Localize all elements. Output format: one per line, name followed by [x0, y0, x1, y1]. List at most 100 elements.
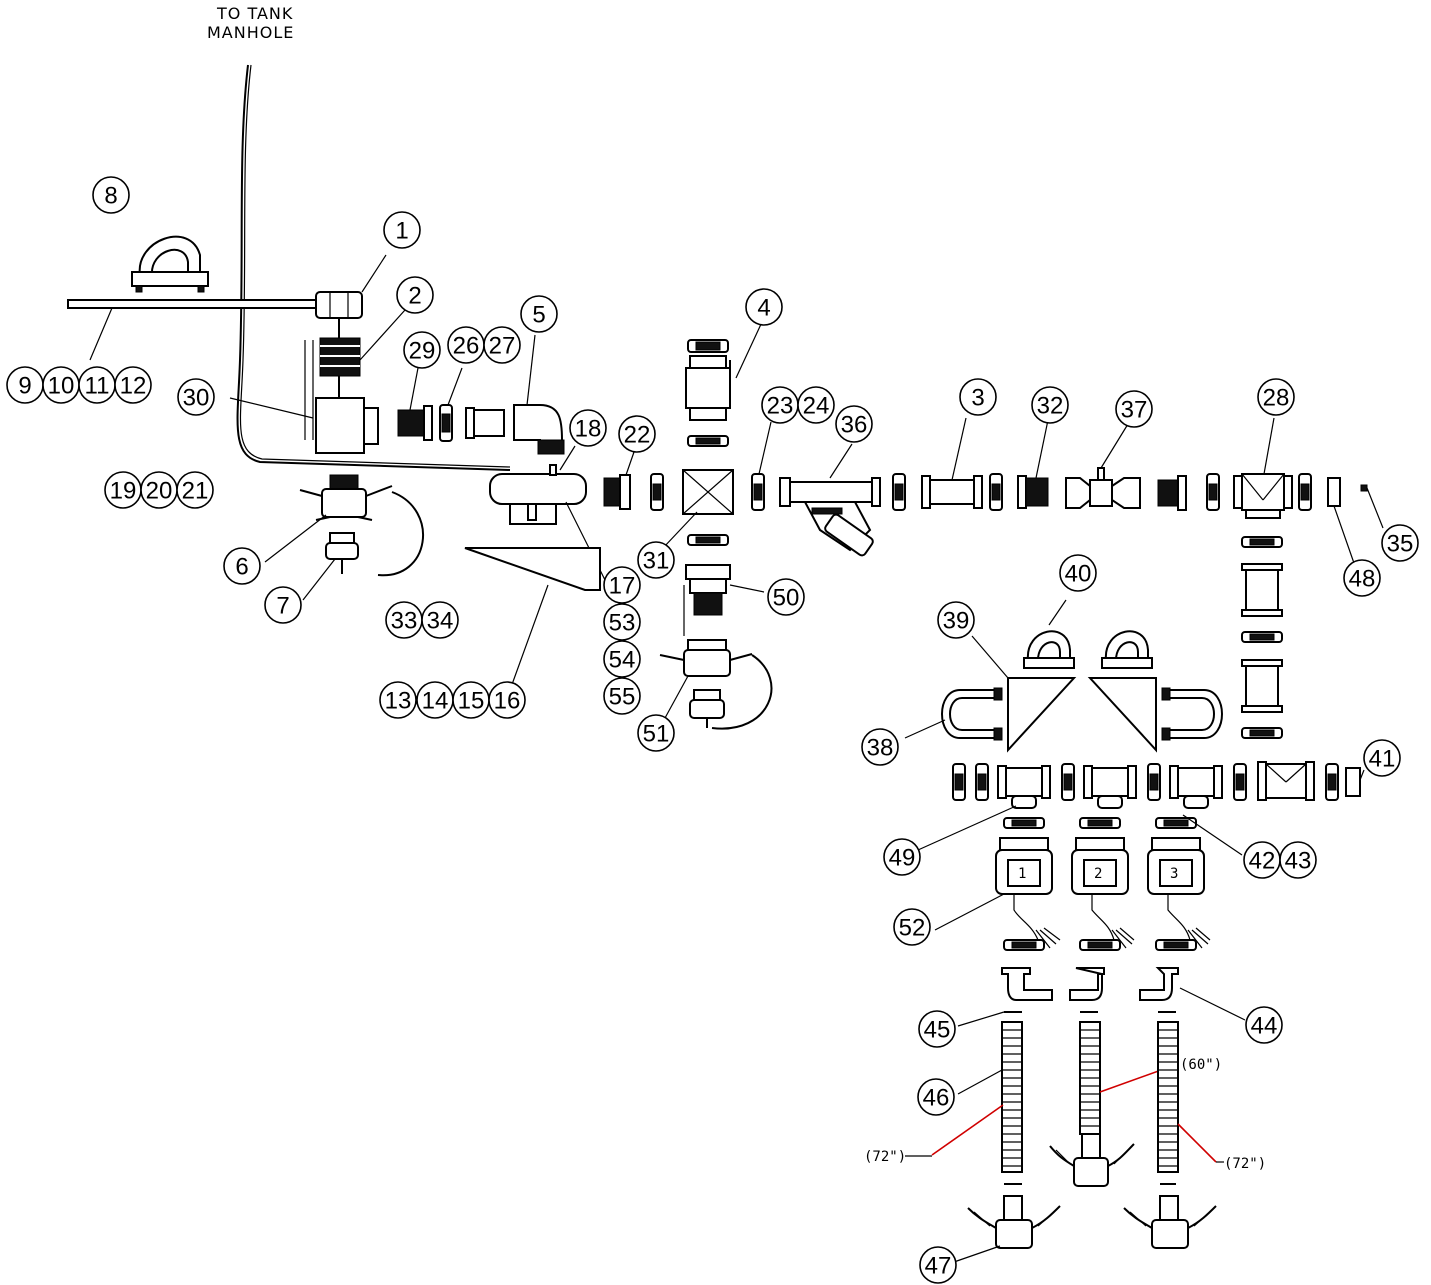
nipple-27 [465, 407, 505, 439]
gasket-e [989, 473, 1003, 511]
callout-47: 47 [919, 1246, 957, 1284]
svg-text:12: 12 [120, 373, 147, 400]
valve-body-30 [229, 340, 379, 454]
u-bolt-38-left [904, 687, 1003, 741]
svg-text:42: 42 [1249, 848, 1276, 875]
callout-22: 22 [618, 415, 656, 453]
manhole-tube-line-inner [239, 64, 511, 468]
svg-text:31: 31 [643, 548, 670, 575]
gasket-26-27 [439, 367, 463, 442]
valve-4 [685, 321, 763, 447]
gasket-a [650, 473, 664, 511]
callout-36: 36 [835, 405, 873, 443]
hose-length-right: (72") [1224, 1156, 1266, 1172]
threaded-nipple-2 [319, 309, 406, 398]
nipple-29 [397, 367, 433, 441]
svg-text:10: 10 [48, 373, 75, 400]
hose-length-left: (72") [864, 1149, 906, 1165]
bracket-39-right [1087, 677, 1157, 753]
meter-branch-2: 2 [1069, 817, 1135, 1001]
svg-text:44: 44 [1251, 1013, 1278, 1040]
header-to-tank: TO TANK [216, 4, 293, 23]
camlock-coupler-6 [264, 474, 425, 577]
svg-text:15: 15 [458, 688, 485, 715]
callout-23: 23 [761, 386, 799, 424]
callout-41: 41 [1363, 739, 1401, 777]
svg-text:26: 26 [453, 333, 480, 360]
callout-37: 37 [1115, 390, 1153, 428]
svg-text:7: 7 [276, 593, 289, 620]
callout-28: 28 [1257, 378, 1295, 416]
callout-30: 30 [177, 378, 215, 416]
svg-text:22: 22 [624, 422, 651, 449]
callout-24: 24 [797, 386, 835, 424]
nipple-32 [1017, 419, 1049, 509]
svg-text:46: 46 [923, 1085, 950, 1112]
svg-text:36: 36 [841, 412, 868, 439]
callout-53: 53 [603, 603, 641, 641]
gasket-b [751, 421, 772, 511]
meter-number-3: 3 [1170, 866, 1178, 882]
callout-8: 8 [92, 176, 130, 214]
svg-text:24: 24 [803, 393, 830, 420]
manhole-tube-line [236, 64, 511, 471]
callout-6: 6 [223, 547, 261, 585]
svg-text:2: 2 [408, 283, 421, 310]
svg-text:16: 16 [494, 688, 521, 715]
callout-35: 35 [1381, 524, 1419, 562]
nipple-22 [603, 451, 635, 510]
svg-text:47: 47 [925, 1253, 952, 1280]
callout-40: 40 [1059, 554, 1097, 592]
bracket-13-16 [464, 547, 601, 691]
u-bolt-38-right [1161, 687, 1223, 741]
hex-fitting-1 [315, 254, 387, 338]
svg-text:20: 20 [146, 478, 173, 505]
callout-39: 39 [937, 601, 975, 639]
svg-text:39: 39 [943, 608, 970, 635]
callout-4: 4 [745, 288, 783, 326]
svg-text:40: 40 [1065, 561, 1092, 588]
svg-text:28: 28 [1263, 385, 1290, 412]
svg-text:1: 1 [395, 218, 408, 245]
nozzle-center [1049, 1133, 1135, 1187]
callout-38: 38 [861, 728, 899, 766]
header-manhole: MANHOLE [207, 23, 294, 42]
cross-31 [662, 469, 734, 549]
hose-length-center: (60") [1180, 1057, 1222, 1073]
svg-text:32: 32 [1037, 393, 1064, 420]
svg-text:55: 55 [609, 684, 636, 711]
plug-35 [1360, 484, 1384, 529]
callout-18: 18 [569, 409, 607, 447]
callout-33: 33 [385, 601, 423, 639]
callout-51: 51 [637, 714, 675, 752]
callout-32: 32 [1031, 386, 1069, 424]
callout-5: 5 [520, 295, 558, 333]
vertical-riser [1241, 536, 1283, 739]
strainer-36 [779, 443, 881, 557]
svg-text:14: 14 [422, 688, 449, 715]
nozzle-left [953, 1195, 1061, 1263]
callout-7: 7 [264, 586, 302, 624]
pipe-3 [921, 417, 983, 509]
callout-42: 42 [1243, 841, 1281, 879]
svg-text:54: 54 [609, 647, 636, 674]
callout-43: 43 [1279, 841, 1317, 879]
callout-52: 52 [893, 908, 931, 946]
svg-text:3: 3 [971, 385, 984, 412]
nipple-b [1157, 475, 1187, 511]
svg-text:34: 34 [427, 608, 454, 635]
svg-text:30: 30 [183, 385, 210, 412]
callout-11: 11 [78, 366, 116, 404]
svg-text:18: 18 [575, 416, 602, 443]
svg-text:35: 35 [1387, 531, 1414, 558]
svg-text:27: 27 [489, 333, 516, 360]
svg-text:43: 43 [1285, 848, 1312, 875]
union-37 [1065, 423, 1141, 509]
dust-cap-7 [302, 532, 359, 601]
callout-16: 16 [488, 681, 526, 719]
callout-46: 46 [917, 1078, 955, 1116]
svg-text:38: 38 [867, 735, 894, 762]
callout-15: 15 [452, 681, 490, 719]
svg-text:21: 21 [182, 478, 209, 505]
